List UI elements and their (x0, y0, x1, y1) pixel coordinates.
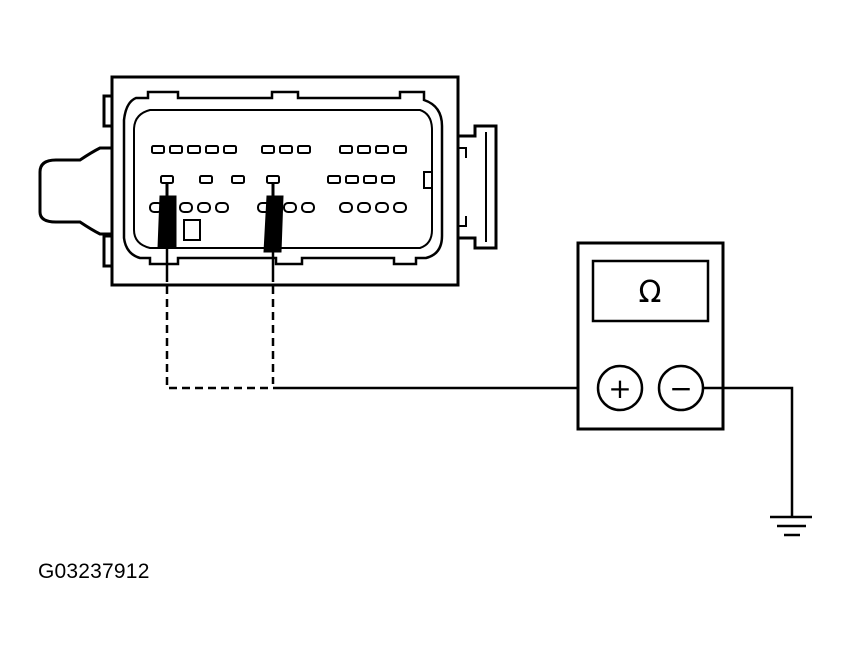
pin-slot (375, 145, 389, 154)
pin-slot-probed-right (266, 175, 280, 184)
ohmmeter-display-symbol: Ω (639, 275, 662, 310)
pin-slot (339, 145, 353, 154)
pin-slot (261, 145, 275, 154)
pin-row-2 (160, 175, 395, 184)
connector-right-flange (458, 124, 498, 250)
ground-lead (703, 386, 812, 537)
ohmmeter: Ω + − (576, 241, 725, 431)
lead-left-dashed (165, 286, 273, 390)
connector-key-slot (183, 219, 201, 241)
pin-slot (327, 175, 341, 184)
probe-left (157, 195, 177, 249)
connector (38, 75, 498, 287)
pin-slot (197, 202, 211, 213)
pin-slot (169, 145, 183, 154)
pin-slot (357, 145, 371, 154)
pin-slot (301, 202, 315, 213)
connector-right-notch-bottom (458, 216, 467, 227)
pin-slot (199, 175, 213, 184)
connector-inner-frame-inner (133, 109, 433, 249)
pin-slot (215, 202, 229, 213)
pin-slot (363, 175, 377, 184)
pin-slot-probed-left (160, 175, 174, 184)
negative-terminal-label: − (669, 372, 692, 405)
pin-slot (279, 145, 293, 154)
pin-slot (357, 202, 371, 213)
positive-terminal (596, 364, 644, 412)
lead-wires (165, 248, 598, 390)
pin-slot (223, 145, 237, 154)
pin-slot (283, 202, 297, 213)
pin-slot (231, 175, 245, 184)
probe-right (263, 195, 284, 253)
pin-slot (393, 202, 407, 213)
pin-slot (381, 175, 395, 184)
connector-left-clip-top (102, 94, 112, 128)
pin-slot (205, 145, 219, 154)
ground-icon (770, 515, 812, 537)
connector-inner-tab (423, 171, 433, 189)
connector-left-clip-bottom (102, 234, 112, 268)
pin-slot (339, 202, 353, 213)
ohmmeter-display (591, 259, 710, 323)
ground-wire (703, 386, 794, 516)
pin-row-1 (151, 145, 407, 154)
positive-terminal-label: + (608, 372, 631, 405)
pin-slot (297, 145, 311, 154)
pin-slot (187, 145, 201, 154)
connector-left-latch (38, 146, 112, 236)
connector-housing (110, 75, 460, 287)
pin-slot (393, 145, 407, 154)
figure-id: G03237912 (38, 560, 150, 583)
pin-slot (345, 175, 359, 184)
pin-slot (375, 202, 389, 213)
pin-slot (179, 202, 193, 213)
connector-inner-frame-outer (122, 90, 444, 266)
connector-right-notch-top (458, 147, 467, 158)
test-probes (157, 183, 284, 253)
pin-slot (151, 145, 165, 154)
